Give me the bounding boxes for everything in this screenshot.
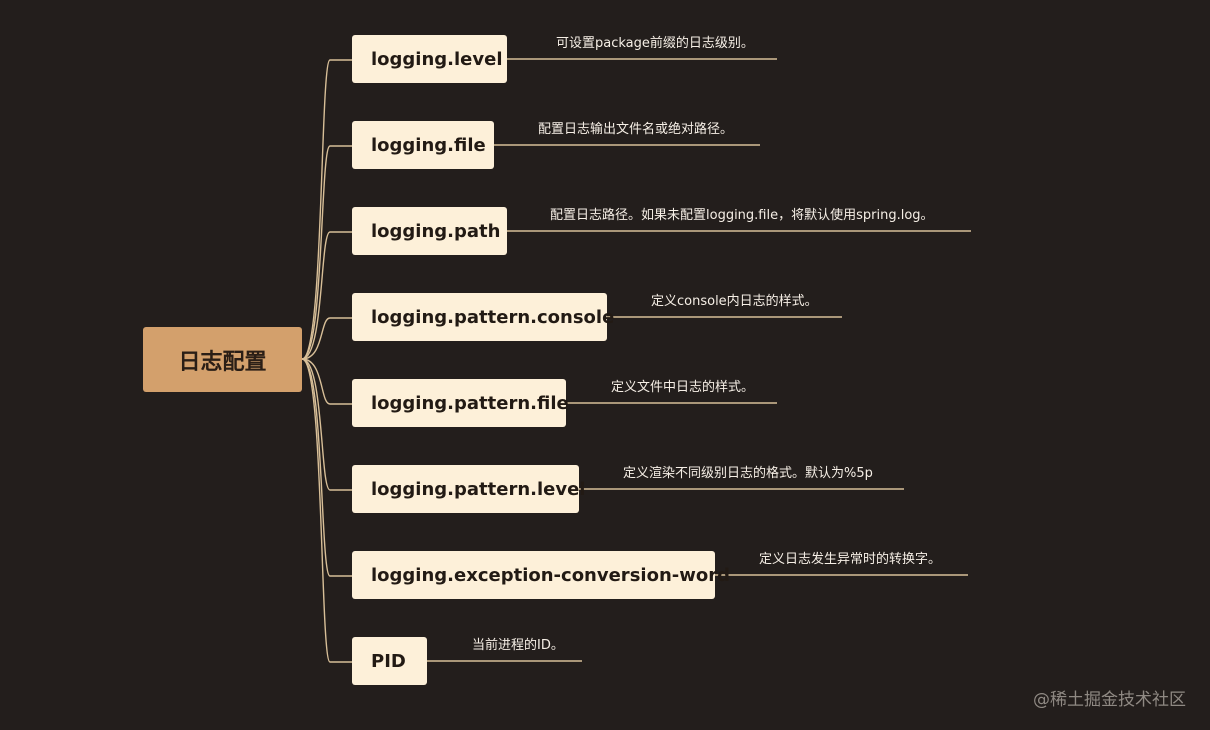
node-label: logging.pattern.file [371,392,569,414]
desc-logging-path: 配置日志路径。如果未配置logging.file，将默认使用spring.log… [550,208,934,223]
root-node[interactable]: 日志配置 [143,327,302,392]
connector-logging-level [301,59,352,360]
desc-logging-pattern-file: 定义文件中日志的样式。 [611,380,755,395]
root-node-label: 日志配置 [178,349,267,375]
desc-logging-pattern-level: 定义渲染不同级别日志的格式。默认为%5p [623,466,873,481]
connector-logging-pattern-console [301,317,352,360]
watermark: @稀土掘金技术社区 [1033,690,1186,710]
desc-logging-file: 配置日志输出文件名或绝对路径。 [538,122,734,137]
node-logging-level[interactable]: logging.level [352,35,507,83]
node-logging-pattern-file[interactable]: logging.pattern.file [352,379,569,427]
node-logging-exception-conversion-word[interactable]: logging.exception-conversion-word [352,551,730,599]
desc-logging-pattern-console: 定义console内日志的样式。 [651,294,818,309]
node-label: logging.level [371,48,503,70]
node-logging-pattern-console[interactable]: logging.pattern.console [352,293,614,341]
desc-pid: 当前进程的ID。 [472,638,564,653]
node-label: logging.pattern.level [371,478,586,500]
connector-logging-file [301,145,352,360]
desc-logging-level: 可设置package前缀的日志级别。 [556,36,754,51]
node-label: PID [371,650,406,672]
node-label: logging.exception-conversion-word [371,564,730,586]
node-label: logging.path [371,220,501,242]
connector-logging-pattern-file [301,358,352,405]
node-pid[interactable]: PID [352,637,427,685]
connector-pid [301,358,352,663]
connector-logging-path [301,231,352,360]
node-label: logging.pattern.console [371,306,615,328]
node-logging-path[interactable]: logging.path [352,207,507,255]
connector-logging-exception-conversion-word [301,358,352,577]
connector-logging-pattern-level [301,358,352,491]
node-label: logging.file [371,134,486,156]
node-logging-pattern-level[interactable]: logging.pattern.level [352,465,585,513]
desc-logging-exception-conversion-word: 定义日志发生异常时的转换字。 [759,552,942,567]
node-logging-file[interactable]: logging.file [352,121,494,169]
